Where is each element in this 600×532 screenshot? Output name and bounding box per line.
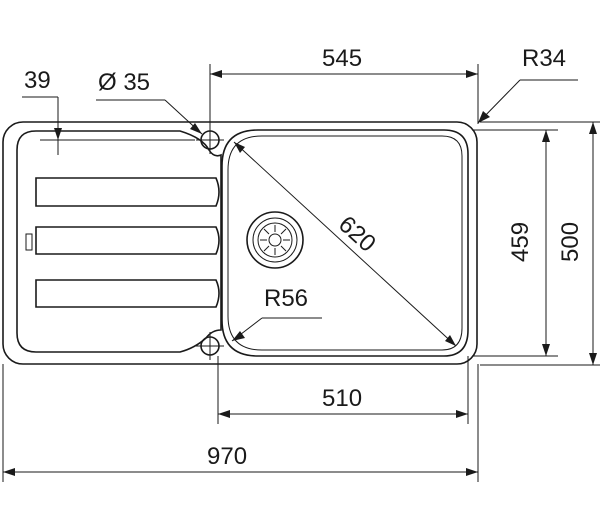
dimension-diameter-35: Ø 35 (96, 69, 203, 135)
dimension-459-label: 459 (507, 222, 534, 262)
dimension-radius-56-label: R56 (264, 285, 308, 312)
dimension-970: 970 (2, 364, 479, 482)
dimension-radius-34: R34 (477, 45, 578, 124)
drainboard-notch (25, 233, 33, 251)
dimension-545: 545 (209, 45, 479, 128)
dimension-500-label: 500 (557, 222, 584, 262)
drainboard-outline (16, 130, 222, 353)
sink-outer-outline (2, 121, 478, 365)
tap-hole-bottom (196, 332, 224, 360)
drain-strainer-icon (246, 211, 304, 269)
dimension-620: 620 (233, 141, 457, 347)
dimension-510-label: 510 (322, 385, 362, 412)
dimension-970-label: 970 (207, 443, 247, 470)
dimension-39-label: 39 (24, 67, 51, 94)
bowl-outline (221, 129, 469, 357)
dimension-510: 510 (217, 356, 469, 424)
tap-hole-top (196, 126, 224, 154)
dimension-diameter-35-label: Ø 35 (98, 69, 150, 96)
dimension-545-label: 545 (322, 45, 362, 72)
dimension-459: 459 (472, 129, 558, 357)
dimension-620-label: 620 (333, 211, 381, 258)
dimension-39: 39 (22, 67, 195, 155)
drainboard-grooves (35, 177, 220, 308)
dimension-radius-56: R56 (231, 285, 322, 342)
dimension-radius-34-label: R34 (522, 45, 566, 72)
dimension-500: 500 (480, 121, 600, 366)
